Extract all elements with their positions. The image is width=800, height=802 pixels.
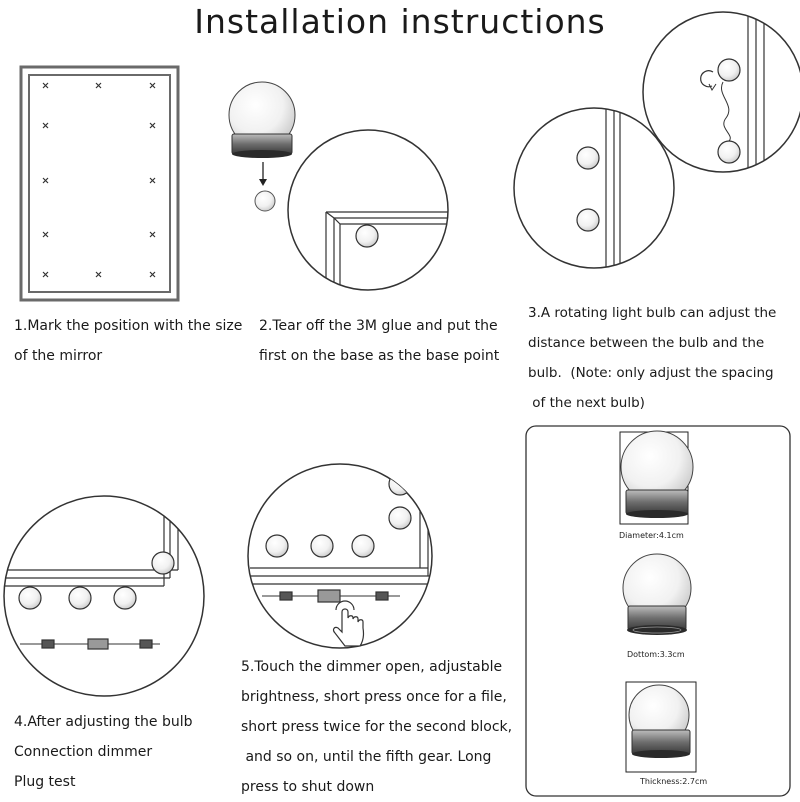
thickness-label: Thickness:2.7cm bbox=[640, 777, 708, 786]
mirror-frame-marks bbox=[19, 65, 180, 302]
bulb-with-base bbox=[228, 81, 296, 158]
step-2-caption: 2.Tear off the 3M glue and put the first… bbox=[259, 318, 500, 364]
dimension-panel bbox=[525, 425, 791, 797]
bottom-label: Dottom:3.3cm bbox=[627, 650, 685, 659]
step-3-caption: 3.A rotating light bulb can adjust the d… bbox=[528, 305, 777, 411]
diameter-label: Diameter:4.1cm bbox=[619, 531, 684, 540]
detail-circle-base-point bbox=[287, 129, 449, 291]
step-5-caption: 5.Touch the dimmer open, adjustable brig… bbox=[241, 659, 513, 795]
detail-circle-dimmer-connect bbox=[3, 495, 205, 697]
detail-circle-rotate bbox=[642, 11, 800, 173]
detail-circle-bulbs bbox=[513, 107, 675, 269]
step-4-caption: 4.After adjusting the bulb Connection di… bbox=[14, 714, 193, 790]
down-arrow bbox=[259, 162, 267, 186]
step-1-caption: 1.Mark the position with the size of the… bbox=[14, 318, 243, 364]
detail-circle-touch-dimmer bbox=[247, 463, 433, 649]
page-title: Installation instructions bbox=[194, 2, 606, 41]
hand-pointer-icon bbox=[332, 600, 365, 647]
bulb-small bbox=[254, 190, 276, 212]
